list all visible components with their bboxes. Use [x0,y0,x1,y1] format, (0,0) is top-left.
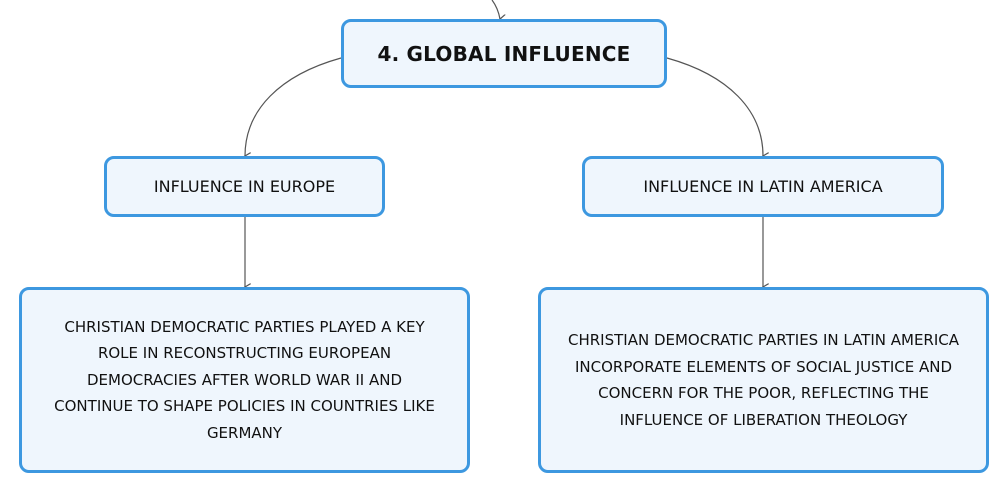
node-latin-america-detail[interactable]: CHRISTIAN DEMOCRATIC PARTIES IN LATIN AM… [538,287,989,473]
node-title: INFLUENCE IN EUROPE [153,177,336,196]
detail-line: DEMOCRACIES AFTER WORLD WAR II AND [86,370,403,389]
root-node[interactable]: 4. GLOBAL INFLUENCE [341,19,667,88]
detail-line: CONTINUE TO SHAPE POLICIES IN COUNTRIES … [54,397,435,416]
root-title: 4. GLOBAL INFLUENCE [377,41,631,66]
detail-line: INFLUENCE OF LIBERATION THEOLOGY [619,410,908,429]
detail-line: GERMANY [206,423,283,442]
detail-line: INCORPORATE ELEMENTS OF SOCIAL JUSTICE A… [575,357,952,376]
detail-line: ROLE IN RECONSTRUCTING EUROPEAN [97,344,392,363]
connector-root-to-europe [245,57,342,156]
detail-line: CHRISTIAN DEMOCRATIC PARTIES PLAYED A KE… [64,317,425,336]
detail-line: CONCERN FOR THE POOR, REFLECTING THE [598,384,929,402]
connector-parent-to-root [491,0,500,19]
node-influence-in-europe[interactable]: INFLUENCE IN EUROPE [104,156,385,217]
node-influence-in-latin-america[interactable]: INFLUENCE IN LATIN AMERICA [582,156,944,217]
node-title: INFLUENCE IN LATIN AMERICA [643,177,883,196]
detail-line: CHRISTIAN DEMOCRATIC PARTIES IN LATIN AM… [567,331,960,349]
node-europe-detail[interactable]: CHRISTIAN DEMOCRATIC PARTIES PLAYED A KE… [19,287,470,473]
connector-root-to-latin-america [666,57,763,156]
